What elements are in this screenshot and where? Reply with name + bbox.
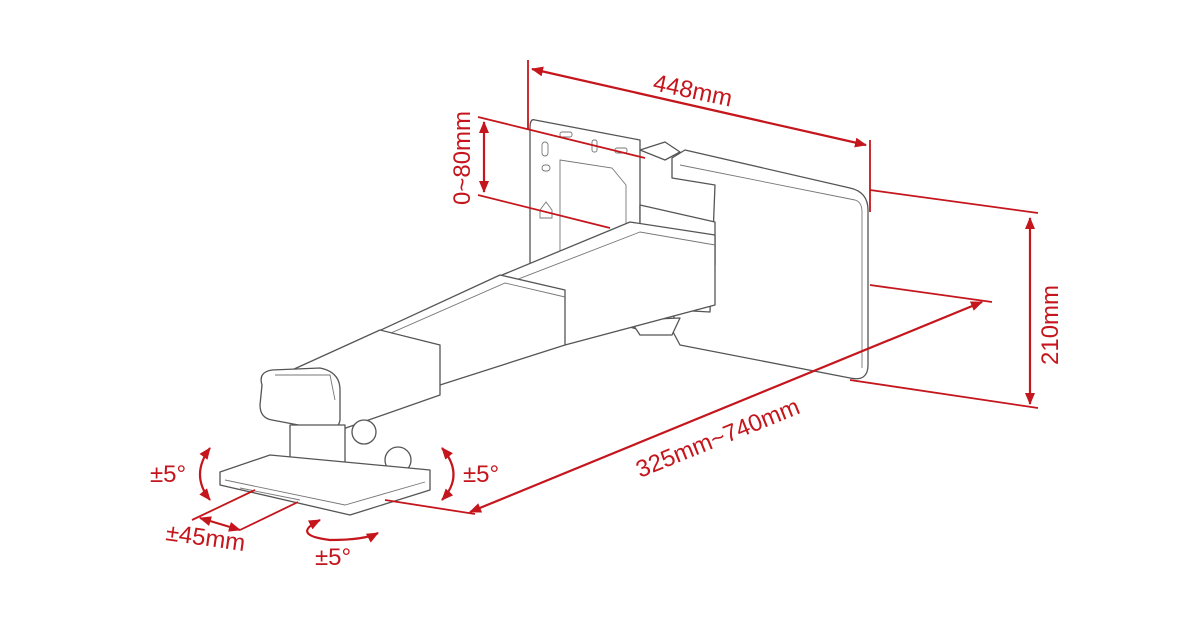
tilt-left-arrow	[198, 447, 211, 501]
extension-label: 325mm~740mm	[632, 393, 804, 483]
shift-arrow	[199, 516, 241, 532]
vertical-adjust-label: 0~80mm	[449, 111, 476, 205]
tilt-right-arrow	[441, 447, 455, 501]
rotate-arrow	[306, 519, 379, 543]
rotate-label: ±5°	[315, 544, 351, 571]
height-label: 210mm	[1037, 285, 1064, 365]
tilt-left-label: ±5°	[150, 461, 186, 488]
tilt-right-label: ±5°	[463, 461, 499, 488]
extension-arm	[259, 204, 716, 431]
shift-label: ±45mm	[164, 519, 247, 557]
width-dimension-arrow	[531, 66, 867, 148]
ceiling-plate-assembly	[219, 419, 431, 516]
extension-dimension-arrow	[469, 300, 983, 514]
dimension-lines	[191, 60, 1039, 543]
